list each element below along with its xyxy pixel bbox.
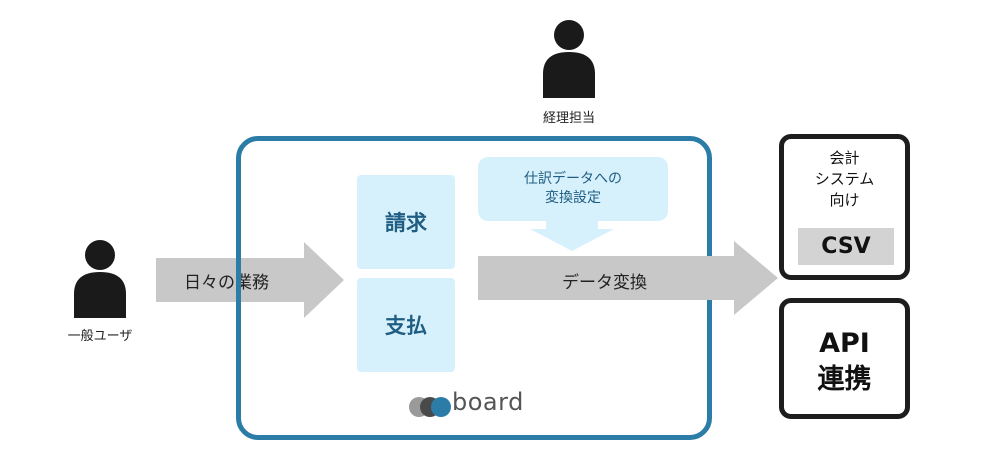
board-logo-mark-icon [409,397,451,417]
data-conversion-arrow [478,241,780,319]
daily-operations-label: 日々の業務 [184,273,269,293]
csv-output-description: 会計 システム 向け [784,148,905,211]
daily-operations-arrow [156,242,346,322]
accounting-person-icon [539,18,599,98]
api-line-1: API [819,328,870,359]
general-user-person-label: 一般ユーザ [67,329,133,344]
general-user-person-icon [70,238,130,318]
conversion-settings-callout: 仕訳データへの 変換設定 [478,157,668,221]
api-output-text: API 連携 [784,326,905,398]
data-conversion-label: データ変換 [562,273,647,293]
callout-line-2: 変換設定 [545,190,601,206]
csv-badge: CSV [798,228,894,265]
accounting-csv-output-box: 会計 システム 向け CSV [779,134,910,280]
callout-line-1: 仕訳データへの [524,171,622,187]
csv-line-3: 向け [829,191,860,209]
accounting-person-label: 経理担当 [542,111,596,126]
callout-down-arrow [530,219,614,255]
payment-module: 支払 [357,278,455,372]
board-logo-text: board [452,388,524,416]
api-line-2: 連携 [817,364,872,395]
api-integration-output-box: API 連携 [779,298,910,419]
board-logo: board [408,388,548,423]
csv-line-1: 会計 [829,149,860,167]
csv-line-2: システム [814,170,875,188]
billing-module: 請求 [357,175,455,269]
